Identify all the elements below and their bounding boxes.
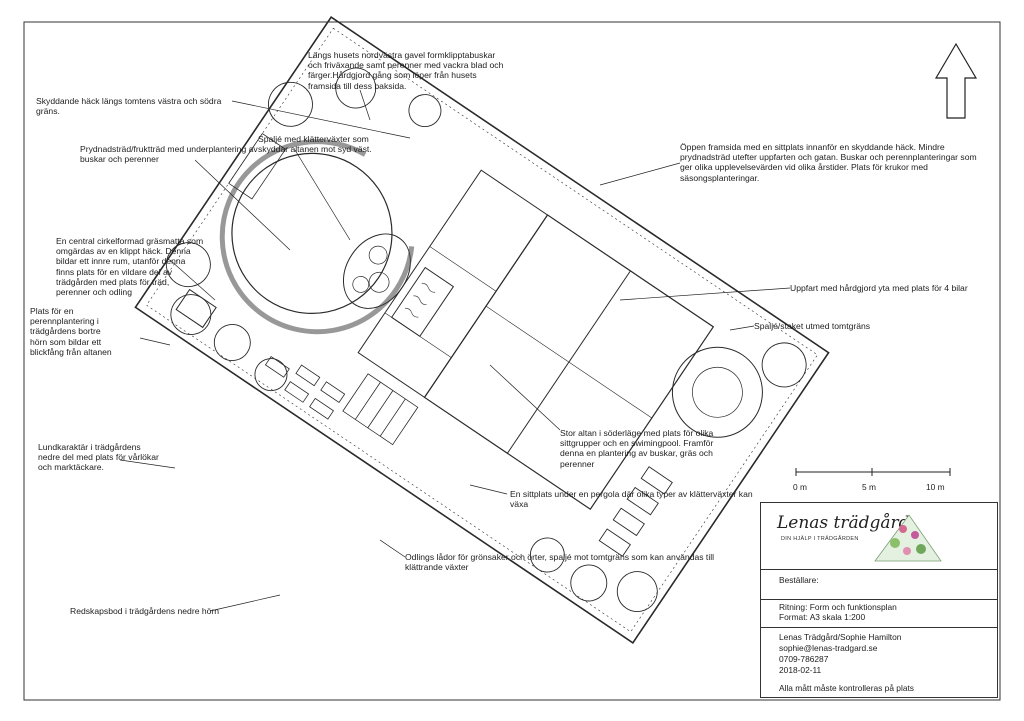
tool-shed [175,288,217,329]
scale-label-5: 5 m [862,482,876,492]
deck-planting [342,233,411,309]
measurement-note: Alla mått måste kontrolleras på plats [779,683,914,693]
scale-bar [795,468,951,476]
lawn-hedge [219,139,415,335]
front-seating [671,346,763,438]
annotation-growing-boxes: Odlings lådor för grönsaker och örter, s… [405,552,715,573]
growing-boxes [264,356,346,420]
annotation-fence: Spaljé/staket utmed tomtgräns [754,321,871,331]
annotation-open-front: Öppen framsida med en sittplats innanför… [680,142,977,183]
drawing-name: Ritning: Form och funktionsplan [779,602,897,612]
logo-flowers-icon [874,514,942,562]
annotation-hedge: Skyddande häck längs tomtens västra och … [36,96,222,117]
sheet-border [23,21,1001,701]
client-label: Beställare: [779,575,819,585]
title-block: Lenas trädgård DIN HJÄLP I TRÄDGÅRDEN Be… [760,502,998,698]
annotation-large-deck: Stor altan i söderläge med plats för oli… [560,428,714,469]
plot-plan [134,16,830,644]
swimming-pool [390,266,455,338]
scale-label-10: 10 m [926,482,945,492]
logo-name: Lenas trädgård [777,513,910,533]
annotation-north-gable: Längs husets nordvästra gavel formklippt… [308,50,504,91]
company-name: Lenas Trädgård/Sophie Hamilton [779,632,902,642]
plot-boundary [134,16,830,644]
scale-label-0: 0 m [793,482,807,492]
perennial-corner [228,132,287,200]
logo-tagline: DIN HJÄLP I TRÄDGÅRDEN [781,536,859,542]
annotation-pergola: En sittplats under en pergola där olika … [510,489,753,510]
circular-lawn [231,152,393,314]
driveway-parking [598,466,673,557]
annotation-driveway: Uppfart med hårdgjord yta med plats för … [790,283,968,293]
annotation-tool-shed: Redskapsbod i trädgårdens nedre hörn [70,606,220,616]
ornamental-trees [268,67,807,613]
drawing-format: Format: A3 skala 1:200 [779,612,866,622]
company-phone: 0709-786287 [779,654,829,664]
pergola [342,373,419,446]
company-email: sophie@lenas-tradgard.se [779,643,878,653]
annotation-ornamental-tree: Prydnadsträd/fruktträd med underplanteri… [80,144,258,165]
drawing-date: 2018-02-11 [779,665,822,675]
leader-lines [119,89,791,612]
north-arrow-icon [934,42,978,119]
